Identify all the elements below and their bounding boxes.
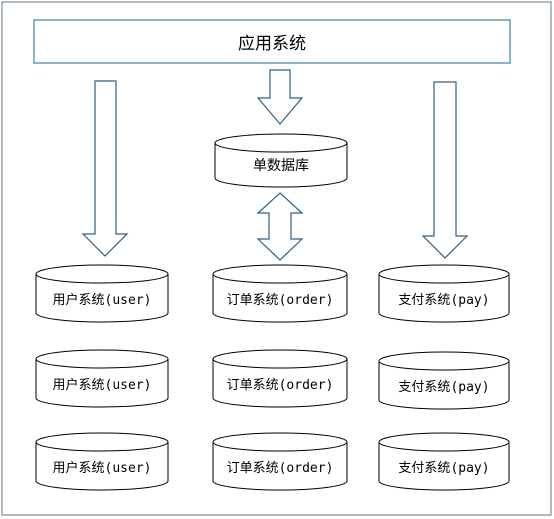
db-cylinder-5: 支付系统(pay) [378,351,510,410]
db-label: 订单系统(order) [227,461,334,476]
db-cylinder-2: 支付系统(pay) [378,264,510,323]
double-arrow-order [256,192,304,261]
db-label: 用户系统(user) [53,377,152,393]
db-cylinder-4: 订单系统(order) [212,349,348,408]
db-label: 支付系统(pay) [398,380,489,395]
single-database-label: 单数据库 [253,158,309,174]
db-cylinder-1: 订单系统(order) [212,264,348,323]
db-cylinder-7: 订单系统(order) [212,432,348,491]
single-database-cylinder: 单数据库 [214,133,348,188]
db-cylinder-0: 用户系统(user) [35,264,169,323]
db-label: 支付系统(pay) [398,461,489,476]
db-label: 用户系统(user) [53,460,152,476]
down-arrow-user [81,80,129,257]
db-cylinder-3: 用户系统(user) [35,349,169,408]
db-label: 订单系统(order) [227,293,334,308]
db-label: 用户系统(user) [53,292,152,308]
db-label: 订单系统(order) [227,378,334,393]
app-system-label: 应用系统 [238,34,306,54]
db-label: 支付系统(pay) [398,293,489,308]
db-cylinder-8: 支付系统(pay) [378,432,510,491]
db-cylinder-6: 用户系统(user) [35,432,169,491]
down-arrow-single-db [256,69,304,125]
app-system-box: 应用系统 [33,19,511,64]
down-arrow-pay [421,81,469,259]
